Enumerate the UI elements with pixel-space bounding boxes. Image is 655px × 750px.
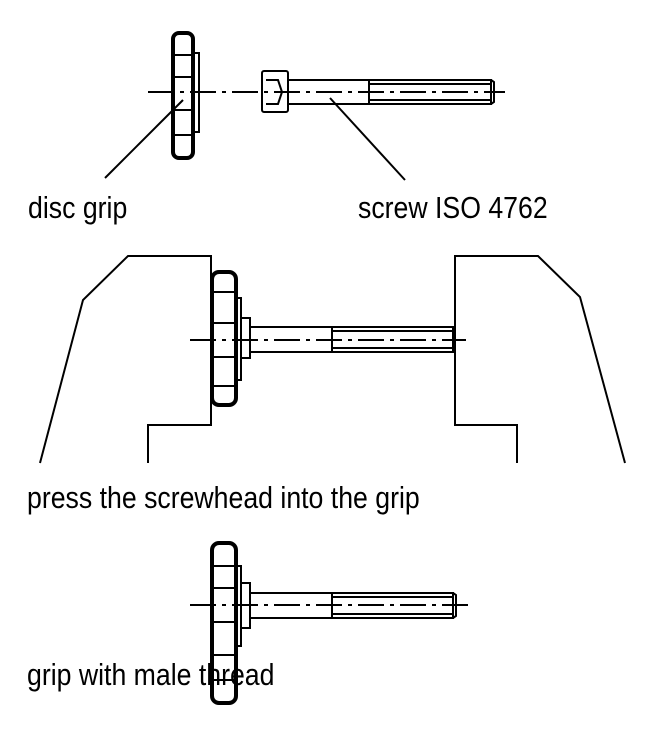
label-result: grip with male thread xyxy=(27,657,275,692)
label-disc-grip: disc grip xyxy=(28,190,128,225)
press-jaw-left xyxy=(39,255,212,464)
disc-grip-part xyxy=(171,31,200,160)
label-screw: screw ISO 4762 xyxy=(358,190,548,225)
press-jaw-right xyxy=(454,255,626,464)
leader-line-grip xyxy=(104,99,184,179)
assembled-grip-bottom xyxy=(210,541,457,705)
leader-line-screw xyxy=(329,97,406,181)
assembled-grip-middle xyxy=(210,270,454,407)
label-press-step: press the screwhead into the grip xyxy=(27,480,420,515)
